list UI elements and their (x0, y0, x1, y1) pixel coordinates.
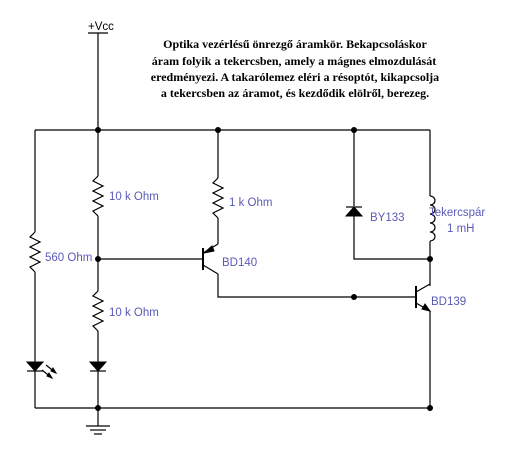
resistor-10k-bottom (91, 290, 105, 332)
coil-label-name: Tekercspár (429, 207, 485, 219)
diode-by133 (344, 206, 364, 217)
circuit-description: Optika vezérlésű önrezgő áramkör. Bekapc… (151, 37, 439, 100)
resistor-10k-top (91, 175, 105, 217)
transistor-bd139: BD139 (415, 283, 466, 312)
collector-wire-bd140 (217, 274, 416, 298)
description-line-4: a tekercsben az áramot, és kezdődik elöl… (161, 86, 429, 100)
vcc-supply: +Vcc (88, 21, 114, 130)
led-branch: 560 Ohm (25, 130, 92, 408)
transistor-bd140: BD140 (202, 243, 257, 275)
resistor-1k-label: 1 k Ohm (229, 197, 272, 209)
led-diode (25, 361, 45, 372)
npn-arrow-icon (421, 303, 432, 312)
resistor-10k-bottom-label: 10 k Ohm (109, 307, 159, 319)
flyback-diode-branch: BY133 (344, 130, 430, 260)
transistor-bd140-label: BD140 (222, 257, 257, 269)
resistor-10k-top-label: 10 k Ohm (109, 191, 159, 203)
resistor-560 (28, 231, 42, 273)
divider-branch: 10 k Ohm 10 k Ohm (88, 130, 159, 408)
pnp-arrow-icon (202, 245, 215, 254)
resistor-1k (211, 177, 225, 219)
resistor-560-label: 560 Ohm (45, 252, 92, 264)
description-line-2: áram folyik a tekercsben, amely a mágnes… (152, 54, 436, 68)
vcc-label: +Vcc (88, 21, 114, 33)
emitter-resistor-branch: 1 k Ohm (211, 130, 272, 244)
coil-branch: Tekercspár 1 mH (429, 130, 485, 286)
description-line-1: Optika vezérlésű önrezgő áramkör. Bekapc… (163, 37, 427, 51)
description-line-3: eredményezi. A takarólemez eléri a résop… (151, 70, 439, 84)
coil-inductor (429, 195, 436, 242)
ground-icon (86, 408, 110, 435)
light-arrows-icon (41, 364, 58, 380)
diode-bottom (88, 361, 108, 372)
coil-label-value: 1 mH (447, 223, 474, 235)
diode-by133-label: BY133 (370, 212, 405, 224)
transistor-bd139-label: BD139 (431, 296, 466, 308)
junction-dots (95, 127, 433, 411)
